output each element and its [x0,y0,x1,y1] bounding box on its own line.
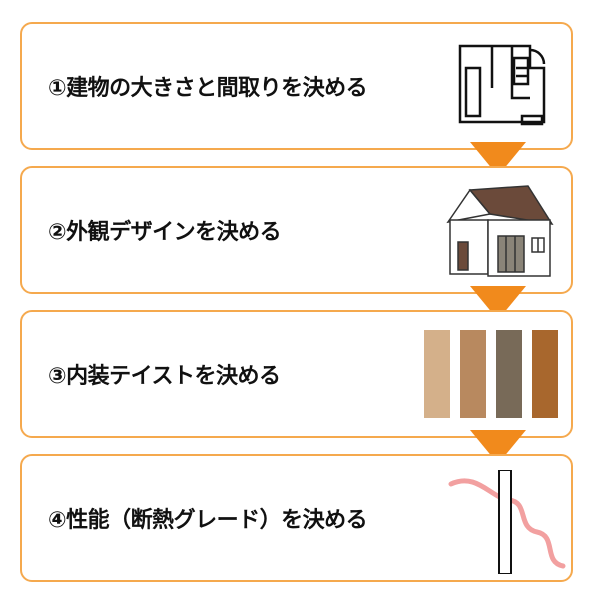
step-card-2: ②外観デザインを決める [20,166,573,294]
step-4-label: ④性能（断熱グレード）を決める [48,508,368,533]
swatch-2 [460,330,486,418]
swatch-3 [496,330,522,418]
step-card-4: ④性能（断熱グレード）を決める [20,454,573,582]
wood-swatches-icon [424,330,558,418]
step-1-label: ①建物の大きさと間取りを決める [48,76,368,101]
step-card-1: ①建物の大きさと間取りを決める [20,22,573,150]
floor-plan-icon [458,44,546,126]
house-icon [446,185,554,277]
swatch-4 [532,330,558,418]
insulation-wall-icon [448,470,566,574]
step-card-3: ③内装テイストを決める [20,310,573,438]
step-2-label: ②外観デザインを決める [48,220,282,245]
step-3-label: ③内装テイストを決める [48,364,281,389]
swatch-1 [424,330,450,418]
